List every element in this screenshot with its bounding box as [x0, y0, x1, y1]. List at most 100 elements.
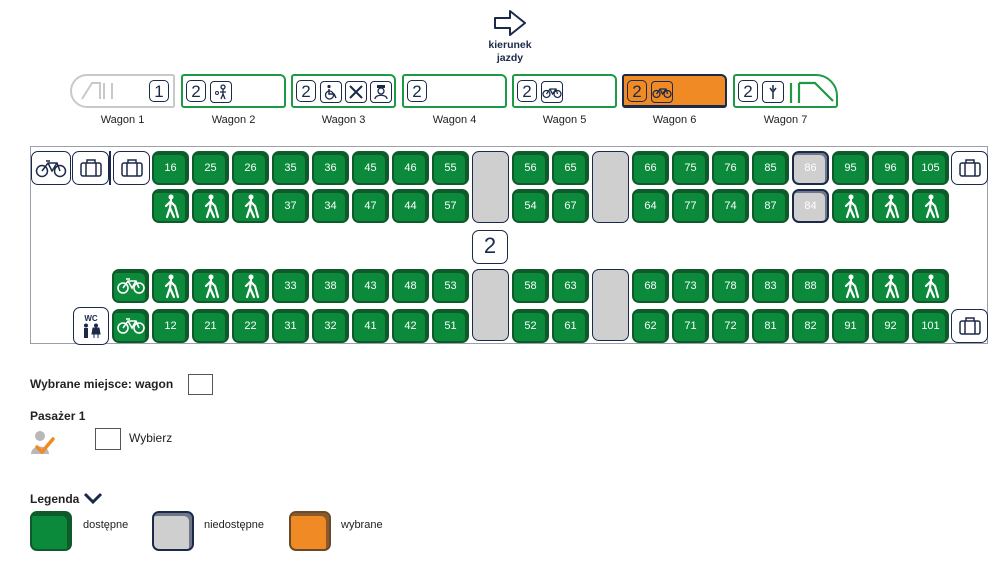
bicycle-space[interactable] [112, 269, 149, 303]
seat-available[interactable]: 88 [792, 269, 829, 303]
seat-space[interactable] [232, 269, 269, 303]
wagon-label: Wagon 4 [432, 114, 477, 126]
seat-available[interactable]: 72 [712, 309, 749, 343]
seat-space[interactable] [192, 269, 229, 303]
seat-space[interactable] [912, 269, 949, 303]
seat-available[interactable]: 34 [312, 189, 349, 223]
seat-space[interactable] [872, 189, 909, 223]
locomotive-windows-icon [81, 82, 113, 100]
selected-wagon-field [188, 374, 213, 395]
seat-available[interactable]: 75 [672, 151, 709, 185]
seat-space[interactable] [152, 269, 189, 303]
seat-available[interactable]: 32 [312, 309, 349, 343]
seat-space[interactable] [232, 189, 269, 223]
seat-available[interactable]: 46 [392, 151, 429, 185]
seat-available[interactable]: 44 [392, 189, 429, 223]
seat-available[interactable]: 48 [392, 269, 429, 303]
direction-label-2: jazdy [496, 52, 524, 64]
seat-available[interactable]: 83 [752, 269, 789, 303]
wagon-1-button[interactable]: 1 [70, 74, 175, 108]
seat-available[interactable]: 22 [232, 309, 269, 343]
seat-available[interactable]: 51 [432, 309, 469, 343]
passenger-seat-checkbox[interactable] [95, 428, 121, 450]
seat-space[interactable] [152, 189, 189, 223]
seat-available[interactable]: 101 [912, 309, 949, 343]
seat-space[interactable] [912, 189, 949, 223]
seat-available[interactable]: 57 [432, 189, 469, 223]
seat-available[interactable]: 71 [672, 309, 709, 343]
seat-available[interactable]: 87 [752, 189, 789, 223]
seat-available[interactable]: 96 [872, 151, 909, 185]
seat-available[interactable]: 12 [152, 309, 189, 343]
seat-available[interactable]: 41 [352, 309, 389, 343]
seat-available[interactable]: 68 [632, 269, 669, 303]
travel-direction: kierunek jazdy [470, 8, 550, 64]
legend-title: Legenda [30, 492, 80, 506]
seat-available[interactable]: 55 [432, 151, 469, 185]
seat-available[interactable]: 54 [512, 189, 549, 223]
seat-available[interactable]: 66 [632, 151, 669, 185]
partition-block [592, 269, 629, 341]
seat-space[interactable] [192, 189, 229, 223]
chevron-down-icon[interactable] [83, 490, 103, 511]
seat-available[interactable]: 31 [272, 309, 309, 343]
seat-available[interactable]: 82 [792, 309, 829, 343]
bicycle-space[interactable] [112, 309, 149, 343]
seat-available[interactable]: 85 [752, 151, 789, 185]
wagon-3-button[interactable]: 2 [291, 74, 396, 108]
seat-available[interactable]: 58 [512, 269, 549, 303]
seat-available[interactable]: 74 [712, 189, 749, 223]
seat-available[interactable]: 37 [272, 189, 309, 223]
wagon-class-label: 2 [296, 80, 316, 102]
seat-available[interactable]: 43 [352, 269, 389, 303]
seat-space[interactable] [832, 189, 869, 223]
seat-available[interactable]: 105 [912, 151, 949, 185]
seat-available[interactable]: 95 [832, 151, 869, 185]
seat-available[interactable]: 65 [552, 151, 589, 185]
seat-available[interactable]: 61 [552, 309, 589, 343]
wagon-label: Wagon 3 [321, 114, 366, 126]
seat-unavailable: 84 [792, 189, 829, 223]
seat-available[interactable]: 92 [872, 309, 909, 343]
passenger-check-icon [30, 430, 56, 461]
wc-icon: WC [73, 307, 109, 345]
seat-available[interactable]: 47 [352, 189, 389, 223]
seat-available[interactable]: 67 [552, 189, 589, 223]
seat-space[interactable] [832, 269, 869, 303]
wc-label: WC [84, 313, 98, 323]
seat-available[interactable]: 42 [392, 309, 429, 343]
wagon-7-button[interactable]: 2 [733, 74, 838, 108]
seat-available[interactable]: 33 [272, 269, 309, 303]
seat-available[interactable]: 62 [632, 309, 669, 343]
seat-available[interactable]: 73 [672, 269, 709, 303]
wagon-4-button[interactable]: 2 [402, 74, 507, 108]
seat-available[interactable]: 76 [712, 151, 749, 185]
wagon-6-button[interactable]: 2 [622, 74, 727, 108]
seat-available[interactable]: 36 [312, 151, 349, 185]
seat-available[interactable]: 38 [312, 269, 349, 303]
wagon-5-button[interactable]: 2 [512, 74, 617, 108]
seat-available[interactable]: 78 [712, 269, 749, 303]
legend-selected-label: wybrane [341, 519, 383, 531]
seat-available[interactable]: 16 [152, 151, 189, 185]
seat-available[interactable]: 25 [192, 151, 229, 185]
seat-available[interactable]: 64 [632, 189, 669, 223]
seat-available[interactable]: 56 [512, 151, 549, 185]
seat-available[interactable]: 52 [512, 309, 549, 343]
seat-available[interactable]: 53 [432, 269, 469, 303]
wagon-2-button[interactable]: 2 [181, 74, 286, 108]
socket-icon [762, 81, 784, 103]
seat-available[interactable]: 77 [672, 189, 709, 223]
seat-available[interactable]: 21 [192, 309, 229, 343]
choose-seat-label: Wybierz [129, 431, 173, 445]
seat-available[interactable]: 91 [832, 309, 869, 343]
seat-space[interactable] [872, 269, 909, 303]
seat-available[interactable]: 81 [752, 309, 789, 343]
seat-available[interactable]: 26 [232, 151, 269, 185]
wagon-class-label: 2 [738, 80, 758, 102]
wagon-class-label: 2 [407, 80, 427, 102]
seat-available[interactable]: 45 [352, 151, 389, 185]
seat-available[interactable]: 63 [552, 269, 589, 303]
seat-available[interactable]: 35 [272, 151, 309, 185]
